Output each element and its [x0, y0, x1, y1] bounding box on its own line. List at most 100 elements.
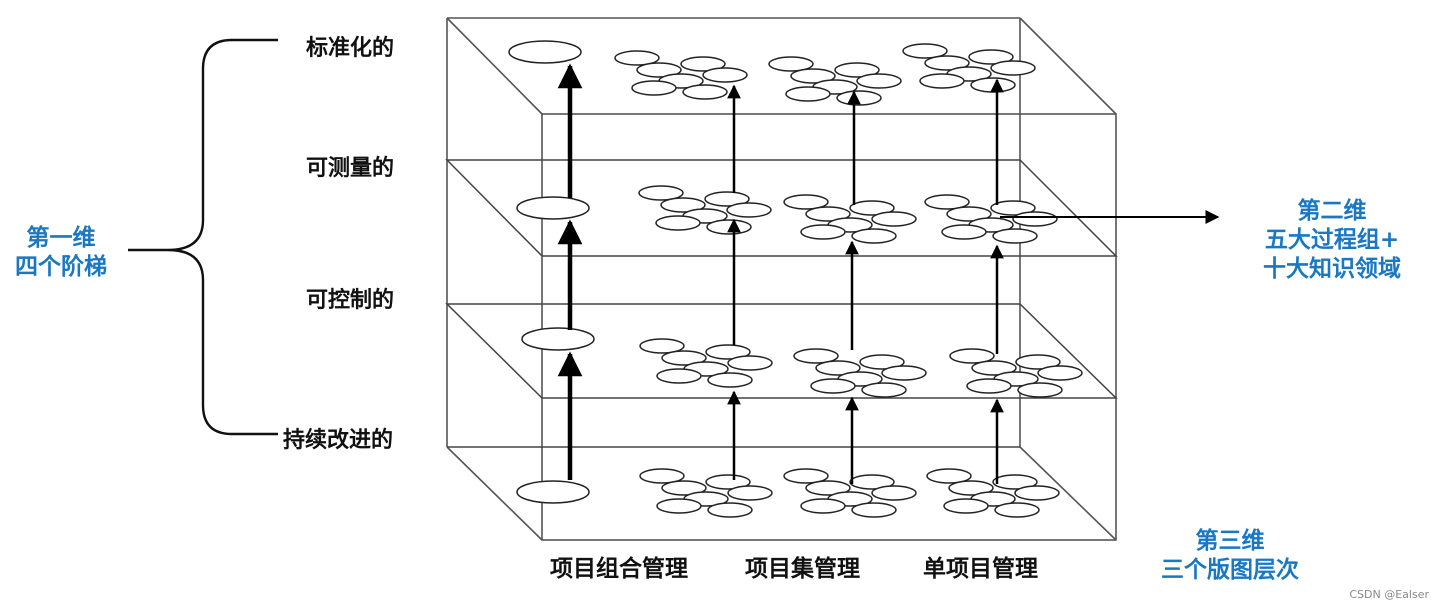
level-measurable-cluster-0-ellipse-6: [706, 219, 752, 235]
level-measurable-cluster-0-ellipse-5: [655, 215, 701, 231]
level-measurable-cluster-2-ellipse-5: [941, 224, 987, 240]
level-label-continuous-improvement: 持续改进的: [283, 428, 394, 453]
level-controlled-cluster-1-ellipse-1: [815, 360, 861, 376]
level-standardized-cluster-1-ellipse-0: [768, 56, 814, 72]
level-controlled-cluster-1-ellipse-2: [859, 354, 905, 370]
level-continuous-cluster-0-ellipse-4: [727, 485, 773, 501]
dim3-line2: 三个版图层次: [1161, 557, 1299, 583]
level-continuous-cluster-0-ellipse-2: [705, 474, 751, 490]
level-standardized-cluster-1-ellipse-5: [785, 86, 831, 102]
level-continuous-portfolio-ellipse: [516, 480, 590, 504]
level-measurable-cluster-2-ellipse-0: [924, 194, 970, 210]
level-continuous-cluster-1-ellipse-6: [851, 502, 897, 518]
level-controlled-cluster-0-ellipse-2: [705, 344, 751, 360]
level-measurable-cluster-2-ellipse-4: [1012, 211, 1058, 227]
level-continuous-cluster-0-ellipse-1: [661, 480, 707, 496]
level-continuous-cluster-2-ellipse-0: [926, 468, 972, 484]
plane-measurable: [445, 159, 1118, 257]
level-continuous-cluster-1-ellipse-5: [800, 498, 846, 514]
level-standardized-cluster-0-ellipse-5: [631, 80, 677, 96]
level-standardized-cluster-0-ellipse-6: [682, 84, 728, 100]
level-controlled-cluster-2-ellipse-1: [971, 360, 1017, 376]
level-controlled-cluster-1-ellipse-5: [810, 378, 856, 394]
level-measurable-cluster-0-ellipse-2: [704, 191, 750, 207]
dim2-line3: 十大知识领域: [1263, 256, 1401, 282]
level-controlled-cluster-2-ellipse-6: [1017, 382, 1063, 398]
level-controlled-cluster-0-ellipse-5: [656, 368, 702, 384]
level-continuous-cluster-1-ellipse-0: [783, 468, 829, 484]
level-controlled-cluster-2-ellipse-5: [966, 378, 1012, 394]
level-standardized-cluster-2-ellipse-4: [990, 60, 1036, 76]
level-label-standardized: 标准化的: [306, 36, 395, 61]
dim2-line1: 第二维: [1297, 198, 1367, 224]
level-continuous-cluster-2-ellipse-2: [992, 474, 1038, 490]
level-standardized-cluster-0-ellipse-0: [614, 50, 660, 66]
level-standardized-cluster-0-ellipse-1: [636, 62, 682, 78]
level-continuous-cluster-0-ellipse-0: [639, 468, 685, 484]
level-standardized-cluster-2-ellipse-0: [902, 43, 948, 59]
level-controlled-cluster-0-ellipse-6: [707, 372, 753, 388]
level-standardized-cluster-2-ellipse-2: [968, 49, 1014, 65]
level-measurable-cluster-2-ellipse-2: [990, 200, 1036, 216]
level-continuous-cluster-2-ellipse-1: [948, 480, 994, 496]
level-standardized-cluster-0-ellipse-2: [680, 56, 726, 72]
watermark: CSDN @Ealser: [1349, 588, 1429, 601]
level-continuous-cluster-1-ellipse-2: [849, 474, 895, 490]
level-measurable-cluster-0-ellipse-1: [660, 197, 706, 213]
dim1-line2: 四个阶梯: [15, 254, 107, 280]
level-continuous-cluster-0-ellipse-5: [656, 498, 702, 514]
level-standardized-cluster-1-ellipse-2: [834, 62, 880, 78]
level-measurable-cluster-0-ellipse-0: [638, 185, 684, 201]
level-controlled-cluster-0-ellipse-4: [727, 355, 773, 371]
column-label-portfolio: 项目组合管理: [550, 556, 688, 582]
dim2-line2: 五大过程组+: [1264, 227, 1400, 253]
level-standardized-cluster-2-ellipse-1: [924, 55, 970, 71]
level-continuous-cluster-1-ellipse-4: [871, 485, 917, 501]
level-standardized-cluster-1-ellipse-6: [836, 90, 882, 106]
level-controlled-cluster-1-ellipse-4: [881, 365, 927, 381]
level-controlled-cluster-2-ellipse-0: [949, 348, 995, 364]
level-measurable-portfolio-ellipse: [516, 196, 590, 220]
level-controlled-cluster-0-ellipse-0: [639, 338, 685, 354]
level-label-measurable: 可测量的: [306, 156, 395, 181]
left-brace: [128, 38, 278, 436]
upgrade-arrows: [557, 63, 1004, 484]
level-measurable-cluster-1-ellipse-2: [849, 200, 895, 216]
level-continuous-cluster-2-ellipse-4: [1014, 485, 1060, 501]
level-measurable-cluster-1-ellipse-1: [805, 206, 851, 222]
level-measurable-cluster-1-ellipse-0: [783, 194, 829, 210]
dim1-label: 第一维 四个阶梯: [2, 224, 120, 282]
process-ellipses: [508, 40, 1083, 518]
level-continuous-cluster-2-ellipse-6: [994, 502, 1040, 518]
level-measurable-cluster-1-ellipse-5: [800, 224, 846, 240]
level-measurable-cluster-1-ellipse-6: [851, 228, 897, 244]
plane-controlled: [445, 303, 1118, 399]
level-controlled-cluster-0-ellipse-1: [661, 350, 707, 366]
column-label-program: 项目集管理: [745, 556, 860, 582]
box-frame: [446, 17, 1117, 541]
level-controlled-cluster-2-ellipse-4: [1037, 365, 1083, 381]
dim3-label: 第三维 三个版图层次: [1140, 527, 1320, 585]
level-controlled-cluster-1-ellipse-6: [861, 382, 907, 398]
column-label-project: 单项目管理: [923, 556, 1038, 582]
level-measurable-cluster-2-ellipse-6: [992, 228, 1038, 244]
level-controlled-cluster-1-ellipse-0: [793, 348, 839, 364]
level-standardized-cluster-2-ellipse-6: [970, 77, 1016, 93]
level-controlled-portfolio-ellipse: [521, 327, 595, 351]
level-standardized-cluster-0-ellipse-4: [702, 67, 748, 83]
level-label-controlled: 可控制的: [306, 288, 395, 313]
level-standardized-cluster-2-ellipse-5: [919, 73, 965, 89]
dim2-label: 第二维 五大过程组+ 十大知识领域: [1232, 197, 1432, 284]
level-measurable-cluster-2-ellipse-1: [946, 206, 992, 222]
level-continuous-cluster-1-ellipse-1: [805, 480, 851, 496]
level-standardized-cluster-1-ellipse-1: [790, 68, 836, 84]
level-standardized-cluster-1-ellipse-4: [856, 73, 902, 89]
level-continuous-cluster-0-ellipse-6: [707, 502, 753, 518]
level-measurable-cluster-0-ellipse-4: [726, 202, 772, 218]
level-measurable-cluster-1-ellipse-4: [871, 211, 917, 227]
level-controlled-cluster-2-ellipse-2: [1015, 354, 1061, 370]
dim3-line1: 第三维: [1195, 528, 1265, 554]
level-standardized-portfolio-ellipse: [508, 40, 582, 64]
dim1-line1: 第一维: [26, 225, 96, 251]
